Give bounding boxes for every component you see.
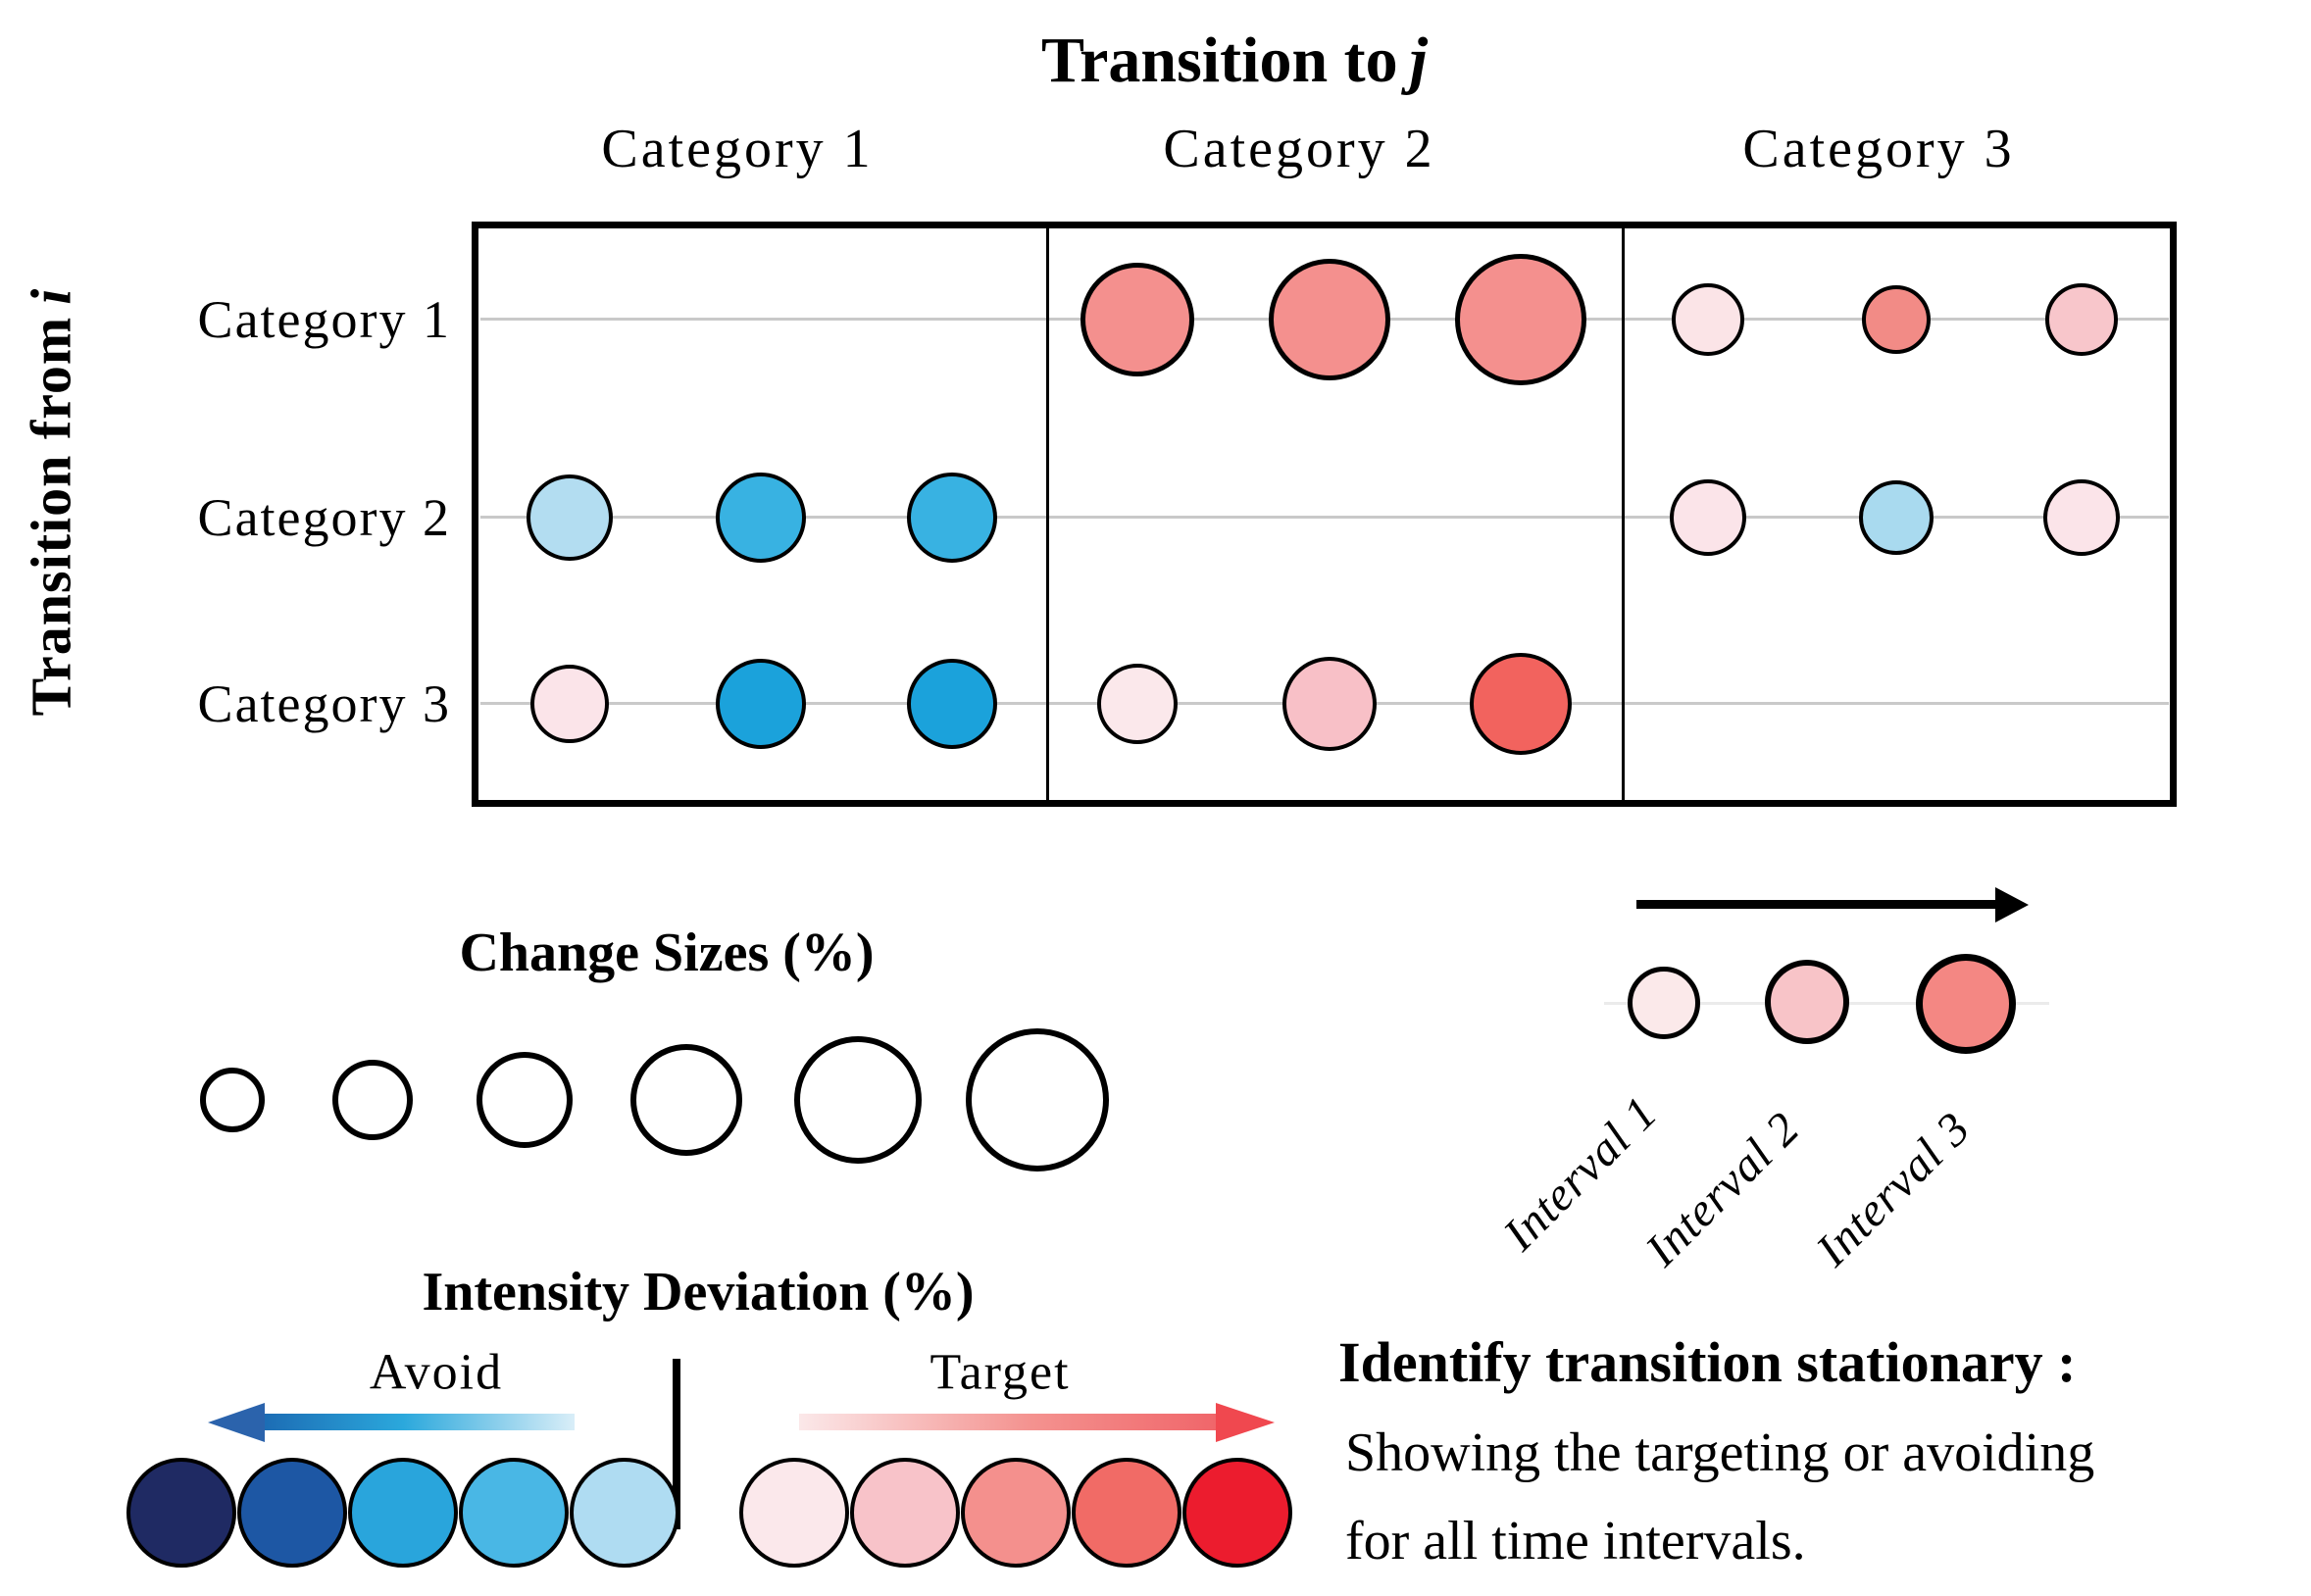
size-legend-circle xyxy=(332,1060,413,1140)
avoid-arrow-shaft xyxy=(263,1414,575,1430)
avoid-scale-circle xyxy=(126,1458,236,1568)
time-arrow-shaft xyxy=(1636,900,1995,909)
matrix-bubble xyxy=(1097,664,1178,744)
interval-circle xyxy=(1628,967,1700,1039)
interval-circle xyxy=(1765,960,1849,1044)
col-header-category-3: Category 3 xyxy=(1742,119,2015,179)
matrix-bubble xyxy=(1080,263,1194,376)
avoid-label: Avoid xyxy=(369,1344,504,1401)
target-arrow-head-icon xyxy=(1216,1403,1275,1442)
target-scale-circle xyxy=(850,1458,960,1568)
matrix-border xyxy=(472,222,2177,807)
avoid-arrow-head-icon xyxy=(208,1403,265,1442)
avoid-scale-circle xyxy=(237,1458,347,1568)
matrix-gridline-row-2 xyxy=(480,516,2169,519)
intensity-divider-line xyxy=(673,1359,680,1529)
matrix-bubble xyxy=(1670,479,1746,556)
row-header-category-2: Category 2 xyxy=(197,488,451,547)
target-label: Target xyxy=(929,1344,1071,1401)
target-arrow-shaft xyxy=(799,1414,1216,1430)
target-scale-circle xyxy=(1182,1458,1292,1568)
avoid-scale-circle xyxy=(348,1458,458,1568)
matrix-bubble xyxy=(907,473,997,563)
interval-circle xyxy=(1916,954,2016,1054)
matrix-column-divider-1 xyxy=(1046,228,1049,800)
size-legend-circle xyxy=(966,1028,1109,1172)
target-scale-circle xyxy=(1072,1458,1181,1568)
matrix-bubble xyxy=(716,473,806,563)
matrix-column-divider-2 xyxy=(1622,228,1625,800)
target-scale-circle xyxy=(739,1458,849,1568)
col-header-category-1: Category 1 xyxy=(601,119,874,179)
intensity-legend-title: Intensity Deviation (%) xyxy=(422,1262,975,1322)
note-line-2: for all time intervals. xyxy=(1345,1511,1806,1571)
matrix-bubble xyxy=(1455,254,1586,385)
matrix-bubble xyxy=(1282,657,1377,751)
size-legend-title: Change Sizes (%) xyxy=(459,923,875,983)
matrix-bubble xyxy=(2045,283,2118,356)
size-legend-circle xyxy=(200,1068,265,1132)
size-legend-circle xyxy=(630,1044,742,1156)
col-axis-title-text: Transition to xyxy=(1041,25,1398,96)
col-axis-title-var: j xyxy=(1409,25,1428,96)
matrix-bubble xyxy=(1470,653,1572,755)
note-line-1: Showing the targeting or avoiding xyxy=(1345,1422,2095,1483)
matrix-bubble xyxy=(1269,259,1390,380)
matrix-bubble xyxy=(1672,283,1744,356)
avoid-scale-circle xyxy=(570,1458,679,1568)
matrix-bubble xyxy=(1862,285,1931,354)
matrix-bubble xyxy=(716,659,806,749)
row-header-category-1: Category 1 xyxy=(197,290,451,349)
matrix-bubble xyxy=(530,665,609,743)
matrix-bubble xyxy=(1859,480,1934,555)
row-header-category-3: Category 3 xyxy=(197,674,451,733)
size-legend-circle xyxy=(477,1052,573,1148)
matrix-bubble xyxy=(527,474,613,561)
matrix-bubble xyxy=(2043,479,2120,556)
size-legend-circle xyxy=(794,1036,922,1164)
note-title: Identify transition stationary : xyxy=(1338,1330,2077,1394)
target-scale-circle xyxy=(961,1458,1071,1568)
time-arrow-head-icon xyxy=(1995,887,2029,923)
matrix-bubble xyxy=(907,659,997,749)
col-header-category-2: Category 2 xyxy=(1163,119,1435,179)
avoid-scale-circle xyxy=(459,1458,569,1568)
